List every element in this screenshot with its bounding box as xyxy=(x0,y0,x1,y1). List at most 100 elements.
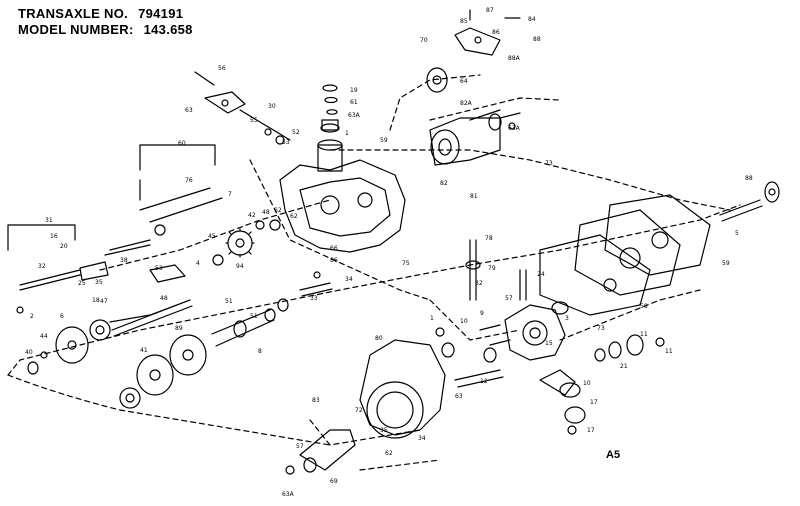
part-label: 31 xyxy=(45,217,53,224)
header-block: TRANSAXLE NO. 794191 MODEL NUMBER: 143.658 xyxy=(18,6,193,38)
part-label: 87 xyxy=(486,7,494,14)
part-label: 45 xyxy=(208,233,216,240)
part-label: 25 xyxy=(78,280,86,287)
part-label: 51 xyxy=(250,313,258,320)
differential xyxy=(435,239,586,435)
part-label: 53 xyxy=(282,139,290,146)
part-label: 9 xyxy=(480,310,484,317)
part-label: 62 xyxy=(290,213,298,220)
part-label: 82A xyxy=(460,100,473,107)
part-label: 63A xyxy=(282,491,295,498)
group-brackets xyxy=(7,144,216,251)
part-label: 88A xyxy=(508,55,521,62)
part-label: 1 xyxy=(345,130,349,137)
lower-housing xyxy=(285,339,446,475)
part-label: 6 xyxy=(60,313,64,320)
model-number: 143.658 xyxy=(143,22,193,37)
part-label: 69 xyxy=(330,478,338,485)
part-label: 72 xyxy=(355,407,363,414)
part-label: 88 xyxy=(533,36,541,43)
part-label: 63 xyxy=(455,393,463,400)
lever-arm xyxy=(194,71,291,145)
cap-stack xyxy=(322,84,338,115)
part-label: 17 xyxy=(590,399,598,406)
part-label: 82 xyxy=(440,180,448,187)
part-label: 86 xyxy=(330,257,338,264)
part-label: 40 xyxy=(25,349,33,356)
part-label: 89 xyxy=(175,325,183,332)
part-label: 24 xyxy=(537,271,545,278)
middle-shafts xyxy=(111,271,333,347)
part-label: 62 xyxy=(274,207,282,214)
part-label: 80 xyxy=(375,335,383,342)
left-axle-shafts xyxy=(19,187,223,323)
part-label: 16 xyxy=(50,233,58,240)
part-label: 75 xyxy=(402,260,410,267)
part-label: 4 xyxy=(196,260,200,267)
bracket-assembly xyxy=(426,9,521,93)
part-label: 20 xyxy=(60,243,68,250)
part-label: 5 xyxy=(735,230,739,237)
right-small-parts xyxy=(594,334,665,362)
part-label: 73 xyxy=(597,325,605,332)
part-label: 59 xyxy=(380,137,388,144)
part-label: 55 xyxy=(250,117,258,124)
part-label: 84 xyxy=(528,16,536,23)
part-label: 85 xyxy=(460,18,468,25)
part-label: 42 xyxy=(248,212,256,219)
part-label: 63A xyxy=(348,112,361,119)
right-cover-plates xyxy=(539,181,780,316)
part-label: 86 xyxy=(492,29,500,36)
part-label: 66 xyxy=(330,245,338,252)
part-label: 73 xyxy=(545,160,553,167)
part-label: 58 xyxy=(640,303,648,310)
part-label: 44 xyxy=(40,333,48,340)
part-label: 57 xyxy=(505,295,513,302)
part-label: 94 xyxy=(236,263,244,270)
transaxle-label: TRANSAXLE NO. xyxy=(18,6,129,21)
part-label: 78 xyxy=(485,235,493,242)
part-label: 34 xyxy=(418,435,426,442)
part-label: 60 xyxy=(178,140,186,147)
part-label: 59 xyxy=(722,260,730,267)
model-row: MODEL NUMBER: 143.658 xyxy=(18,22,193,38)
part-label: 81 xyxy=(470,193,478,200)
transaxle-row: TRANSAXLE NO. 794191 xyxy=(18,6,193,22)
part-label: 41 xyxy=(140,347,148,354)
dashed-assembly-lines xyxy=(7,74,741,471)
part-label: 52 xyxy=(292,129,300,136)
diagram-code: A5 xyxy=(606,449,621,461)
part-label: 70 xyxy=(420,37,428,44)
part-label: 11 xyxy=(665,348,673,355)
part-label: 48 xyxy=(262,209,270,216)
part-label: 21 xyxy=(620,363,628,370)
part-label: 32 xyxy=(38,263,46,270)
part-label: 18 xyxy=(92,297,100,304)
part-label: 76 xyxy=(185,177,193,184)
part-label: 51 xyxy=(225,298,233,305)
transaxle-number: 794191 xyxy=(138,6,184,21)
part-label: 19 xyxy=(350,87,358,94)
part-label: 30 xyxy=(268,103,276,110)
part-label: 8 xyxy=(258,348,262,355)
part-label: 32 xyxy=(475,280,483,287)
part-label: 11 xyxy=(640,331,648,338)
part-label: 7 xyxy=(228,191,232,198)
part-label: 35 xyxy=(380,427,388,434)
part-label: 10 xyxy=(583,380,591,387)
part-label: 3 xyxy=(565,315,569,322)
part-label: 15 xyxy=(545,340,553,347)
part-label: 53 xyxy=(155,265,163,272)
model-label: MODEL NUMBER: xyxy=(18,22,134,37)
part-label: 1 xyxy=(430,315,434,322)
part-label: 47 xyxy=(100,298,108,305)
part-label: 35 xyxy=(95,279,103,286)
part-label: 17 xyxy=(587,427,595,434)
part-label: 57 xyxy=(296,443,304,450)
main-housing xyxy=(279,119,406,253)
part-label: 63A xyxy=(508,125,521,132)
part-label: 63 xyxy=(185,107,193,114)
part-label: 10 xyxy=(460,318,468,325)
gears-and-washers xyxy=(16,219,281,409)
part-label: 62 xyxy=(385,450,393,457)
